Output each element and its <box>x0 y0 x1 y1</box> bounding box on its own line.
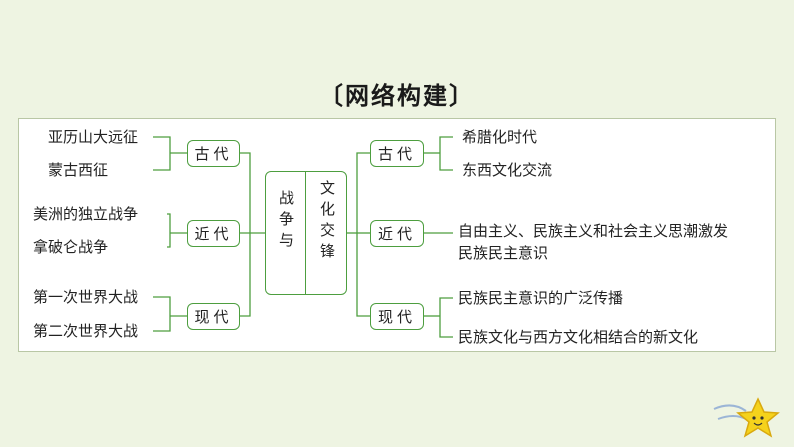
right-item: 希腊化时代 <box>462 128 538 146</box>
right-era-modern: 近代 <box>370 220 424 247</box>
left-item: 蒙古西征 <box>48 161 109 179</box>
right-item: 东西文化交流 <box>462 161 553 179</box>
center-right-text: 文化交锋 <box>318 180 336 264</box>
page-title: 〔网络构建〕 <box>319 82 475 110</box>
left-era-contemporary: 现代 <box>187 303 240 330</box>
center-left-text: 战争与 <box>277 190 295 253</box>
right-era-contemporary: 现代 <box>370 303 424 330</box>
left-era-modern: 近代 <box>187 220 240 247</box>
center-divider <box>305 171 306 295</box>
left-era-ancient: 古代 <box>187 140 240 167</box>
left-item: 亚历山大远征 <box>48 128 139 146</box>
star-icon <box>713 397 780 438</box>
center-box <box>265 171 347 295</box>
left-item: 第一次世界大战 <box>33 288 139 306</box>
left-item: 拿破仑战争 <box>33 238 109 256</box>
right-item: 民族文化与西方文化相结合的新文化 <box>458 328 699 346</box>
right-era-ancient: 古代 <box>370 140 424 167</box>
left-item: 第二次世界大战 <box>33 322 139 340</box>
left-item: 美洲的独立战争 <box>33 205 139 223</box>
right-item: 民族民主意识 <box>458 244 549 262</box>
right-item: 民族民主意识的广泛传播 <box>458 289 624 307</box>
right-item: 自由主义、民族主义和社会主义思潮激发 <box>458 222 729 240</box>
